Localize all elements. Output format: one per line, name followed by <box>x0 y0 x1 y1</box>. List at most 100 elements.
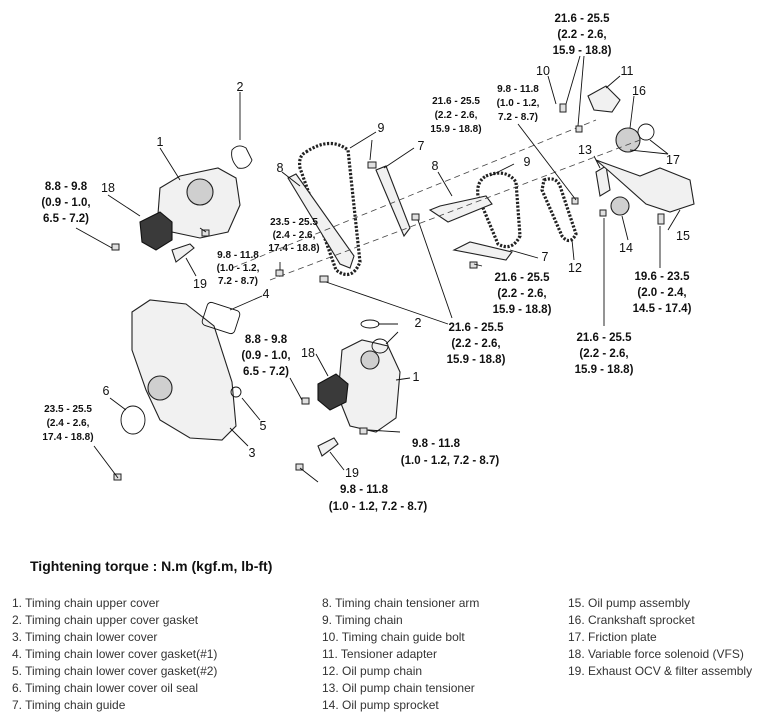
bolt <box>657 213 665 225</box>
legend-item: 7. Timing chain guide <box>12 698 126 712</box>
torque-spec: 9.8 - 11.8(1.0 - 1.2, 7.2 - 8.7) <box>401 438 500 467</box>
callout-9: 9 <box>378 121 385 135</box>
legend-item: 15. Oil pump assembly <box>568 596 691 610</box>
torque-spec: 9.8 - 11.8(1.0 - 1.2,7.2 - 8.7) <box>497 84 540 123</box>
oil-pump-sprocket <box>610 196 630 216</box>
assembly-line-2 <box>269 139 641 281</box>
callout-6: 6 <box>103 384 110 398</box>
torque-spec: 21.6 - 25.5(2.2 - 2.6,15.9 - 18.8) <box>447 322 506 366</box>
bolt <box>469 261 478 269</box>
torque-spec: 9.8 - 11.8(1.0 - 1.2,7.2 - 8.7) <box>217 250 260 287</box>
bolt <box>599 209 607 217</box>
torque-spec: 21.6 - 25.5(2.2 - 2.6,15.9 - 18.8) <box>575 332 634 376</box>
torque-spec: 9.8 - 11.8(1.0 - 1.2, 7.2 - 8.7) <box>329 484 428 513</box>
legend-item: 6. Timing chain lower cover oil seal <box>12 681 199 695</box>
bolt <box>201 229 210 237</box>
callout-13: 13 <box>578 143 592 157</box>
callout-2b: 2 <box>415 316 422 330</box>
bolt <box>319 275 329 283</box>
bolt <box>295 463 304 471</box>
callout-9b: 9 <box>524 155 531 169</box>
legend-item: 19. Exhaust OCV & filter assembly <box>568 664 753 678</box>
bolt <box>367 161 377 169</box>
legend-item: 18. Variable force solenoid (VFS) <box>568 647 744 661</box>
legend-item: 16. Crankshaft sprocket <box>568 613 695 627</box>
bolt <box>301 397 310 405</box>
timing-chain-right <box>476 171 522 249</box>
lower-cover-gasket-2 <box>230 386 242 398</box>
callout-3: 3 <box>249 446 256 460</box>
torque-spec: 21.6 - 25.5(2.2 - 2.6,15.9 - 18.8) <box>430 96 481 135</box>
gasket-center-1 <box>360 319 380 329</box>
exploded-diagram: 1 2 18 19 4 6 5 3 8 9 7 8 9 7 2 1 18 19 … <box>41 13 695 513</box>
torque-spec: 19.6 - 23.5(2.0 - 2.4,14.5 - 17.4) <box>633 271 692 315</box>
callout-12: 12 <box>568 261 582 275</box>
chain-guide-right <box>452 241 513 261</box>
lower-cover-gasket-1 <box>201 301 241 335</box>
legend-item: 13. Oil pump chain tensioner <box>322 681 475 695</box>
legend-item: 10. Timing chain guide bolt <box>322 630 465 644</box>
ocv-top <box>171 243 195 263</box>
callout-18: 18 <box>101 181 115 195</box>
callout-5: 5 <box>260 419 267 433</box>
torque-spec: 23.5 - 25.5(2.4 - 2.6,17.4 - 18.8) <box>268 217 319 254</box>
legend-item: 3. Timing chain lower cover <box>12 630 158 644</box>
oil-pump-assembly <box>595 159 695 213</box>
leader-lines <box>75 55 681 483</box>
oil-seal <box>120 405 146 435</box>
bolt <box>111 243 120 251</box>
torque-specs: 21.6 - 25.5(2.2 - 2.6,15.9 - 18.8) 9.8 -… <box>41 13 691 513</box>
bolt <box>275 269 284 277</box>
callout-8b: 8 <box>432 159 439 173</box>
vfs-center <box>317 373 349 411</box>
torque-spec: 23.5 - 25.5(2.4 - 2.6,17.4 - 18.8) <box>42 404 93 443</box>
legend-item: 4. Timing chain lower cover gasket(#1) <box>12 647 218 661</box>
callout-19b: 19 <box>345 466 359 480</box>
callout-14: 14 <box>619 241 633 255</box>
callout-19: 19 <box>193 277 207 291</box>
callout-10: 10 <box>536 64 550 78</box>
callout-1: 1 <box>157 135 164 149</box>
callout-4: 4 <box>263 287 270 301</box>
bolt <box>411 213 420 221</box>
callout-7b: 7 <box>542 250 549 264</box>
tensioner-adapter <box>587 85 621 113</box>
vfs-top <box>139 211 173 251</box>
gasket-center-2 <box>371 338 389 354</box>
callout-numbers: 1 2 18 19 4 6 5 3 8 9 7 8 9 7 2 1 18 19 … <box>101 64 690 480</box>
legend-item: 2. Timing chain upper cover gasket <box>12 613 199 627</box>
bolt <box>359 427 368 435</box>
upper-cover-gasket-top <box>231 145 253 169</box>
upper-cover-center <box>337 339 401 433</box>
lower-cover-crank-bore <box>147 375 173 401</box>
callout-2: 2 <box>237 80 244 94</box>
oil-pump-chain <box>540 177 578 243</box>
legend-column-3: 15. Oil pump assembly 16. Crankshaft spr… <box>568 595 752 680</box>
torque-spec: 8.8 - 9.8(0.9 - 1.0,6.5 - 7.2) <box>41 181 90 225</box>
callout-11: 11 <box>621 64 634 78</box>
torque-spec: 21.6 - 25.5(2.2 - 2.6,15.9 - 18.8) <box>493 272 552 316</box>
legend-item: 14. Oil pump sprocket <box>322 698 439 712</box>
ocv-center <box>317 437 339 457</box>
legend-column-2: 8. Timing chain tensioner arm 9. Timing … <box>322 595 479 714</box>
torque-spec: 21.6 - 25.5(2.2 - 2.6,15.9 - 18.8) <box>553 13 612 57</box>
lower-cover <box>131 299 237 441</box>
assembly-line-1 <box>231 119 597 269</box>
callout-15: 15 <box>676 229 690 243</box>
callout-16: 16 <box>632 84 646 98</box>
bolt <box>575 125 583 133</box>
callout-7: 7 <box>418 139 425 153</box>
tensioner-arm-left <box>287 173 355 269</box>
upper-cover-top-bore <box>186 178 214 206</box>
legend-title: Tightening torque : N.m (kgf.m, lb-ft) <box>30 558 273 574</box>
legend-item: 1. Timing chain upper cover <box>12 596 160 610</box>
callout-17: 17 <box>666 153 680 167</box>
legend-item: 5. Timing chain lower cover gasket(#2) <box>12 664 218 678</box>
oil-pump-tensioner <box>595 165 611 197</box>
crankshaft-sprocket <box>615 127 641 153</box>
tensioner-arm-right <box>428 195 493 223</box>
torque-spec: 8.8 - 9.8(0.9 - 1.0,6.5 - 7.2) <box>241 334 290 378</box>
bolt <box>559 103 567 113</box>
legend-column-1: 1. Timing chain upper cover 2. Timing ch… <box>12 595 217 714</box>
legend-item: 17. Friction plate <box>568 630 657 644</box>
